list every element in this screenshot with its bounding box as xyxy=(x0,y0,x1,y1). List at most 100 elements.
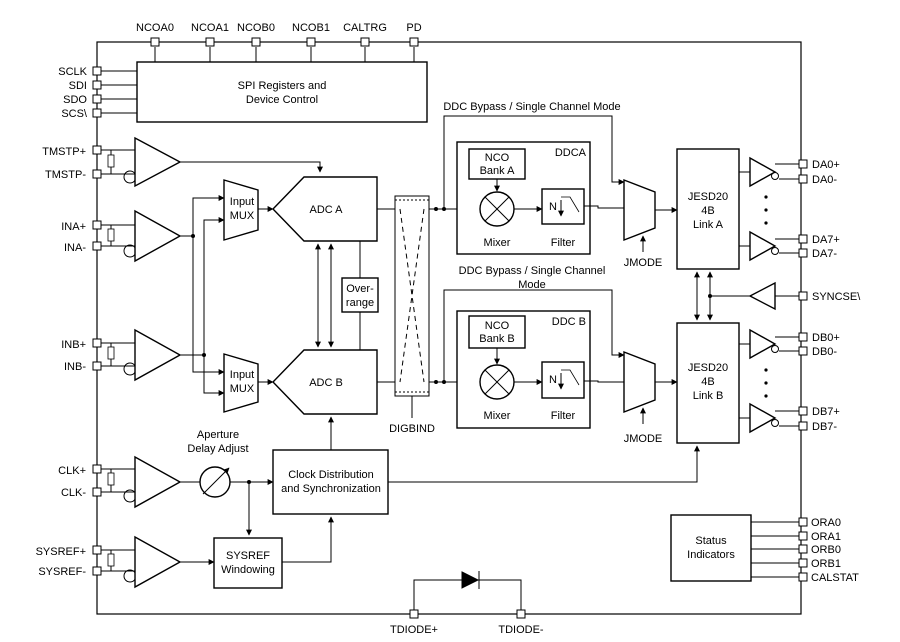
ddc-a-label: DDCA xyxy=(555,147,587,159)
jesd-b-line2: 4B xyxy=(701,376,714,388)
input-mux-b-line1: Input xyxy=(230,369,254,381)
tmst-buffer xyxy=(134,136,182,188)
pin-orb1: ORB1 xyxy=(811,558,841,570)
mux-routing xyxy=(180,195,225,396)
pin-scs: SCS\ xyxy=(61,108,88,120)
pin-calstat: CALSTAT xyxy=(811,572,859,584)
pin-clk-plus: CLK+ xyxy=(58,465,86,477)
inb-buffer xyxy=(134,328,182,382)
input-mux-b xyxy=(223,353,259,413)
output-drivers-a: DA0+ DA0- DA7+ DA7- xyxy=(739,156,840,262)
pin-ora0: ORA0 xyxy=(811,517,841,529)
nco-bank-b-line2: Bank B xyxy=(479,333,514,345)
pin-db7-plus: DB7+ xyxy=(812,406,840,418)
jesd-a-line2: 4B xyxy=(701,205,714,217)
pin-sclk: SCLK xyxy=(58,66,87,78)
sysref-win-line2: Windowing xyxy=(221,564,275,576)
inb-input: INB+ INB- xyxy=(61,328,182,382)
ina-input: INA+ INA- xyxy=(61,209,182,263)
over-range-line1: Over- xyxy=(346,283,374,295)
filter-a-label: Filter xyxy=(551,237,576,249)
adc-a-label: ADC A xyxy=(309,204,343,216)
mixer-a-label: Mixer xyxy=(484,237,511,249)
filter-a-n: N xyxy=(549,201,557,213)
pin-da7-minus: DA7- xyxy=(812,248,837,260)
pin-ina-minus: INA- xyxy=(64,242,86,254)
nco-bank-a-line2: Bank A xyxy=(480,165,516,177)
pin-tmstp-minus: TMSTP- xyxy=(45,169,86,181)
tdiode-section: TDIODE+ TDIODE- xyxy=(390,571,544,636)
nco-bank-b-line1: NCO xyxy=(485,320,510,332)
pin-da0-plus: DA0+ xyxy=(812,159,840,171)
pin-db0-minus: DB0- xyxy=(812,346,837,358)
diode-icon xyxy=(461,571,480,589)
ddc-b-label: DDC B xyxy=(552,316,586,328)
chip-outline xyxy=(96,41,802,615)
pin-sysref-plus: SYSREF+ xyxy=(36,546,86,558)
clk-buffer xyxy=(134,455,182,509)
aperture-line1: Aperture xyxy=(197,429,239,441)
aperture-line2: Delay Adjust xyxy=(187,443,248,455)
jesd-b-line1: JESD20 xyxy=(688,362,728,374)
pin-sysref-minus: SYSREF- xyxy=(38,566,86,578)
clock-distribution-block xyxy=(272,449,389,515)
pin-db7-minus: DB7- xyxy=(812,421,837,433)
clock-dist-line2: and Synchronization xyxy=(281,483,381,495)
tmst-input: TMSTP+ TMSTP- xyxy=(42,136,323,188)
pin-clk-minus: CLK- xyxy=(61,487,86,499)
sysref-buffer xyxy=(134,535,182,589)
clock-dist-line1: Clock Distribution xyxy=(288,469,374,481)
clk-input: CLK+ CLK- xyxy=(58,455,182,509)
input-mux-a-line2: MUX xyxy=(230,210,255,222)
sysref-windowing-block xyxy=(213,537,283,589)
jesd-a-line3: Link A xyxy=(693,219,724,231)
spi-label-line2: Device Control xyxy=(246,94,318,106)
pin-inb-minus: INB- xyxy=(64,361,86,373)
jesd-link-b xyxy=(676,322,740,444)
pin-syncse: SYNCSE\ xyxy=(812,291,861,303)
input-mux-a-line1: Input xyxy=(230,196,254,208)
filter-b-n: N xyxy=(549,374,557,386)
jesd-link-a xyxy=(676,148,740,270)
syncse-buffer xyxy=(748,281,776,311)
sysref-input: SYSREF+ SYSREF- xyxy=(36,535,182,589)
over-range-block xyxy=(341,277,379,313)
pin-sdi: SDI xyxy=(69,80,87,92)
status-indicators-block xyxy=(670,514,752,582)
output-drivers-b: DB0+ DB0- DB7+ DB7- xyxy=(739,328,840,434)
ddc-bypass-b-line2: Mode xyxy=(518,279,546,291)
pin-tmstp-plus: TMSTP+ xyxy=(42,146,86,158)
status-section: Status Indicators ORA0 ORA1 ORB0 ORB1 CA… xyxy=(670,514,859,584)
nco-bank-a xyxy=(468,148,526,180)
filter-b xyxy=(541,361,585,399)
pin-ncoa0: NCOA0 xyxy=(136,22,174,34)
ddc-bypass-b-line1: DDC Bypass / Single Channel xyxy=(459,265,606,277)
ddc-bypass-a-label: DDC Bypass / Single Channel Mode xyxy=(443,101,620,113)
over-range-line2: range xyxy=(346,297,374,309)
filter-a xyxy=(541,188,585,225)
mixer-b-label: Mixer xyxy=(484,410,511,422)
ddc-a-group: DDCA NCO Bank A Mixer N Filter xyxy=(456,141,624,255)
jmode-a-label: JMODE xyxy=(624,257,663,269)
pin-db0-plus: DB0+ xyxy=(812,332,840,344)
pin-orb0: ORB0 xyxy=(811,544,841,556)
pin-tdiode-plus: TDIODE+ xyxy=(390,624,438,636)
pin-inb-plus: INB+ xyxy=(61,339,86,351)
input-mux-b-line2: MUX xyxy=(230,383,255,395)
pin-da0-minus: DA0- xyxy=(812,174,837,186)
pin-ora1: ORA1 xyxy=(811,531,841,543)
pin-ncob0: NCOB0 xyxy=(237,22,275,34)
clock-path: Aperture Delay Adjust Clock Distribution… xyxy=(180,416,700,589)
digbind-label: DIGBIND xyxy=(389,423,435,435)
pin-ina-plus: INA+ xyxy=(61,221,86,233)
status-line1: Status xyxy=(695,535,727,547)
pin-sdo: SDO xyxy=(63,94,87,106)
sysref-win-line1: SYSREF xyxy=(226,550,270,562)
jmode-mux-a xyxy=(623,178,656,242)
status-line2: Indicators xyxy=(687,549,735,561)
spi-block xyxy=(136,61,428,123)
pin-pd: PD xyxy=(406,22,421,34)
top-pins: NCOA0 NCOA1 NCOB0 NCOB1 CALTRG PD xyxy=(136,22,422,62)
spi-label-line1: SPI Registers and xyxy=(238,80,327,92)
